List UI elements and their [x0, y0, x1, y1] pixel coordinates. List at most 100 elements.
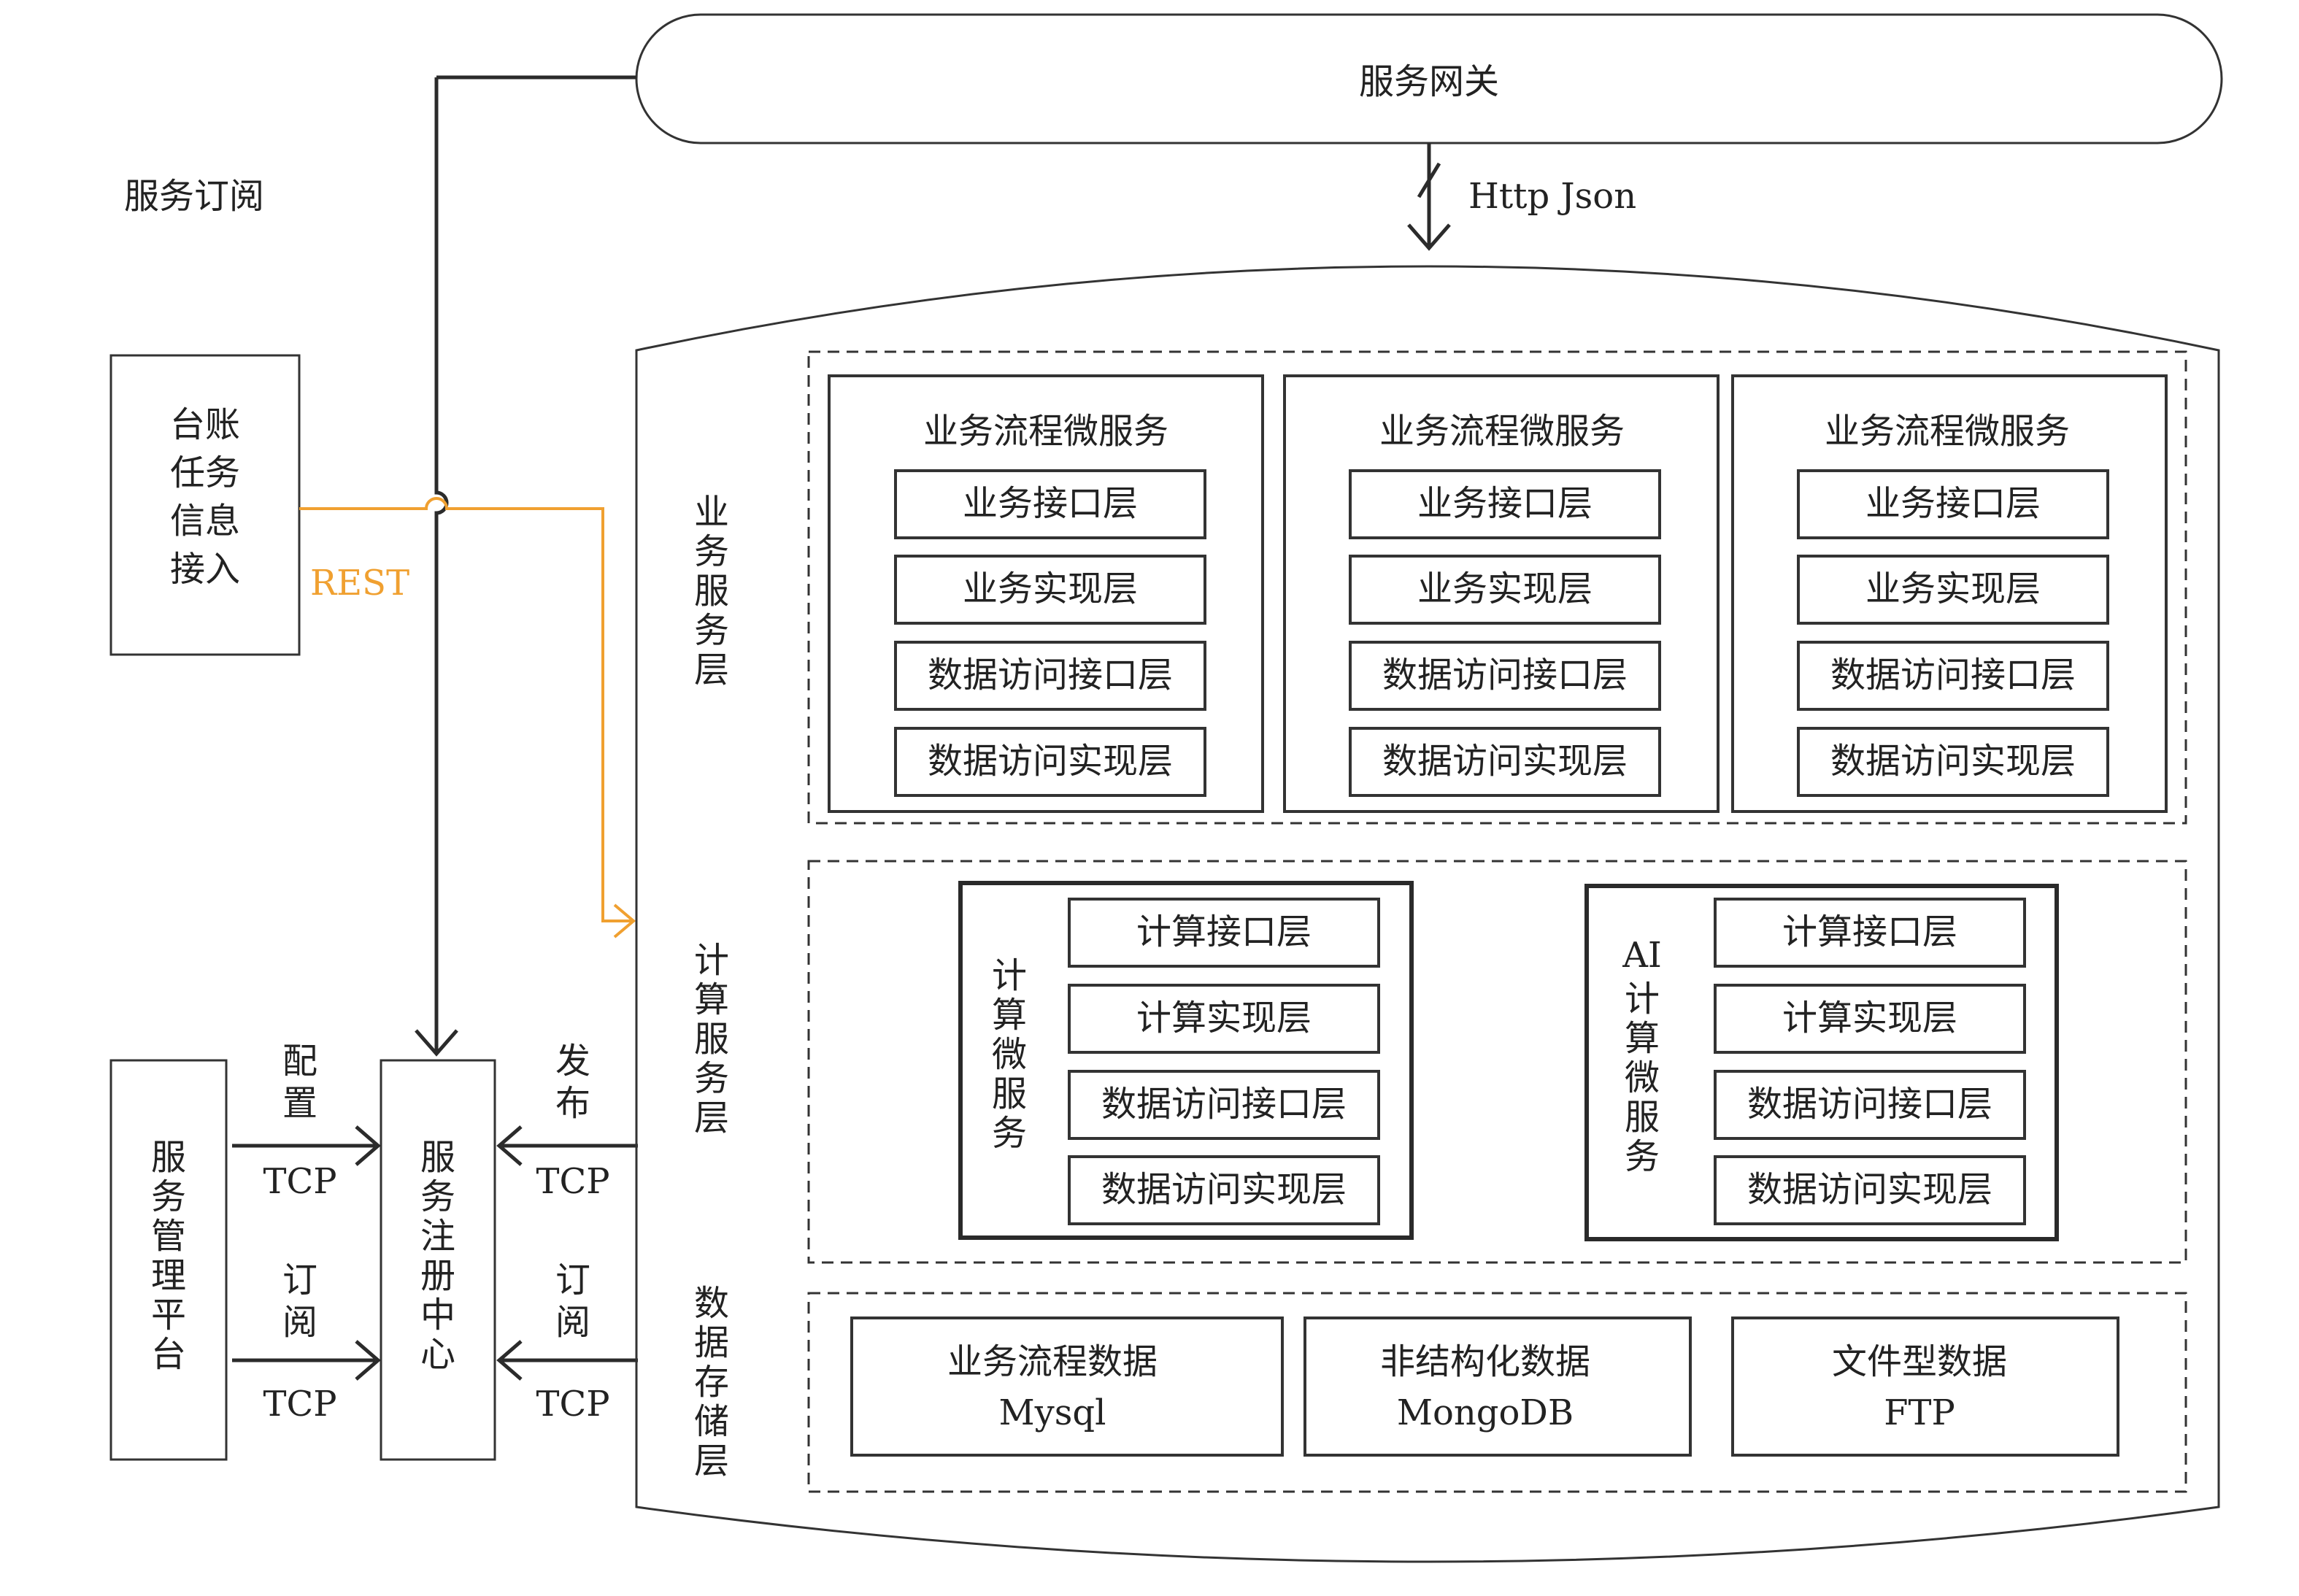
storage-tech: FTP — [1884, 1392, 1955, 1433]
layer-char: 存 — [694, 1362, 729, 1403]
ai-compute-title-char: 算 — [1625, 1018, 1660, 1059]
publish-protocol: TCP — [536, 1161, 609, 1202]
platform-char: 平 — [151, 1295, 186, 1335]
compute-title-char: 务 — [992, 1113, 1027, 1154]
compute-impl-layer: 计算实现层 — [1136, 998, 1312, 1038]
platform-char: 务 — [151, 1176, 186, 1217]
publish-char: 布 — [555, 1083, 590, 1124]
compute-title-char: 算 — [992, 995, 1027, 1036]
subscribe-link-left: 订 阅 TCP — [232, 1260, 381, 1425]
business-service-layer-label: 业 务 服 务 层 — [694, 492, 729, 690]
ai-compute-title-char: 计 — [1625, 979, 1660, 1019]
subscribe-link-right: 订 阅 TCP — [496, 1260, 638, 1425]
platform-char: 服 — [151, 1137, 186, 1178]
storage-tech: Mysql — [999, 1392, 1106, 1433]
compute-microservice: 计 算 微 服 务 计算接口层 计算实现层 数据访问接口层 数据访问实现层 — [958, 881, 1414, 1240]
business-layer-region — [807, 350, 2187, 825]
compute-title-char: 计 — [992, 955, 1027, 996]
gateway-to-registry-wire — [415, 75, 636, 1057]
storage-name: 非结构化数据 — [1380, 1341, 1590, 1382]
gateway-label: 服务网关 — [1359, 61, 1499, 102]
data-access-impl-layer: 数据访问实现层 — [1830, 741, 2076, 782]
http-json-label: Http Json — [1468, 176, 1636, 217]
ledger-line-3: 信息 — [170, 501, 240, 541]
config-link: 配 置 TCP — [232, 1041, 381, 1202]
platform-container — [635, 265, 2220, 1563]
compute-title-char: 服 — [992, 1073, 1027, 1114]
layer-char: 务 — [694, 531, 729, 572]
registry-char: 注 — [420, 1216, 455, 1257]
config-char: 配 — [282, 1041, 317, 1082]
layer-char: 层 — [694, 649, 729, 690]
subscribe-char: 阅 — [282, 1302, 317, 1343]
ledger-line-2: 任务 — [170, 452, 240, 493]
business-service-title: 业务流程微服务 — [1825, 411, 2070, 452]
layer-char: 储 — [694, 1401, 729, 1442]
rest-connector: REST — [299, 497, 636, 938]
storage-name: 文件型数据 — [1832, 1341, 2007, 1382]
compute-service-layer-label: 计 算 服 务 层 — [694, 940, 729, 1138]
layer-char: 数 — [694, 1283, 729, 1324]
subscribe-protocol: TCP — [263, 1384, 336, 1425]
storage-name: 业务流程数据 — [947, 1341, 1158, 1382]
business-service-title: 业务流程微服务 — [923, 411, 1168, 452]
layer-char: 业 — [694, 492, 729, 533]
compute-interface-layer: 计算接口层 — [1136, 911, 1312, 952]
service-management-platform: 服 务 管 理 平 台 — [109, 1059, 228, 1461]
ai-compute-title-char: AI — [1622, 935, 1662, 976]
ledger-line-1: 台账 — [170, 404, 240, 445]
layer-char: 算 — [694, 979, 729, 1020]
business-impl-layer: 业务实现层 — [963, 568, 1138, 609]
subscribe-char: 订 — [282, 1260, 317, 1300]
layer-char: 服 — [694, 1019, 729, 1060]
business-impl-layer: 业务实现层 — [1417, 568, 1593, 609]
business-microservice-2: 业务流程微服务 业务接口层 业务实现层 数据访问接口层 数据访问实现层 — [1283, 374, 1720, 813]
layer-char: 服 — [694, 571, 729, 612]
business-interface-layer: 业务接口层 — [1417, 483, 1593, 524]
layer-char: 层 — [694, 1098, 729, 1138]
registry-char: 中 — [420, 1295, 455, 1335]
registry-char: 务 — [420, 1176, 455, 1217]
ledger-task-info-box: 台账 任务 信息 接入 — [109, 354, 301, 656]
rest-label: REST — [310, 563, 409, 604]
subscribe-protocol: TCP — [536, 1384, 609, 1425]
business-service-title: 业务流程微服务 — [1379, 411, 1625, 452]
storage-tech: MongoDB — [1397, 1392, 1574, 1433]
http-json-connector: Http Json — [1407, 143, 1636, 251]
layer-char: 务 — [694, 1058, 729, 1099]
config-protocol: TCP — [263, 1161, 336, 1202]
storage-unstructured-data: 非结构化数据 MongoDB — [1303, 1316, 1692, 1457]
data-access-interface-layer: 数据访问接口层 — [928, 655, 1173, 695]
compute-interface-layer: 计算接口层 — [1782, 911, 1957, 952]
service-registry-center: 服 务 注 册 中 心 — [380, 1059, 496, 1461]
layer-char: 层 — [694, 1441, 729, 1481]
publish-link: 发 布 TCP — [496, 1041, 638, 1202]
service-gateway: 服务网关 — [635, 13, 2223, 144]
data-access-impl-layer: 数据访问实现层 — [1382, 741, 1628, 782]
platform-char: 管 — [151, 1216, 186, 1257]
platform-char: 台 — [151, 1334, 186, 1375]
ai-compute-title-char: 务 — [1625, 1136, 1660, 1177]
layer-char: 据 — [694, 1322, 729, 1363]
storage-file-data: 文件型数据 FTP — [1731, 1316, 2119, 1457]
data-access-interface-layer: 数据访问接口层 — [1747, 1084, 1992, 1125]
data-access-impl-layer: 数据访问实现层 — [928, 741, 1173, 782]
compute-layer-region — [807, 860, 2187, 1264]
subscribe-char: 订 — [555, 1260, 590, 1300]
ai-compute-microservice: AI 计 算 微 服 务 计算接口层 计算实现层 数据访问接口层 数据访问实现层 — [1584, 884, 2059, 1241]
registry-char: 心 — [420, 1334, 455, 1375]
ai-compute-title-char: 服 — [1625, 1097, 1660, 1138]
compute-impl-layer: 计算实现层 — [1782, 998, 1957, 1038]
registry-char: 册 — [420, 1255, 455, 1296]
layer-char: 计 — [694, 940, 729, 981]
business-interface-layer: 业务接口层 — [1865, 483, 2041, 524]
layer-char: 务 — [694, 610, 729, 651]
registry-char: 服 — [420, 1137, 455, 1178]
storage-business-flow-data: 业务流程数据 Mysql — [850, 1316, 1284, 1457]
data-access-impl-layer: 数据访问实现层 — [1747, 1169, 1992, 1210]
ledger-line-4: 接入 — [170, 549, 240, 590]
business-microservice-3: 业务流程微服务 业务接口层 业务实现层 数据访问接口层 数据访问实现层 — [1731, 374, 2168, 813]
compute-title-char: 微 — [992, 1034, 1027, 1075]
storage-layer-region — [807, 1292, 2187, 1493]
